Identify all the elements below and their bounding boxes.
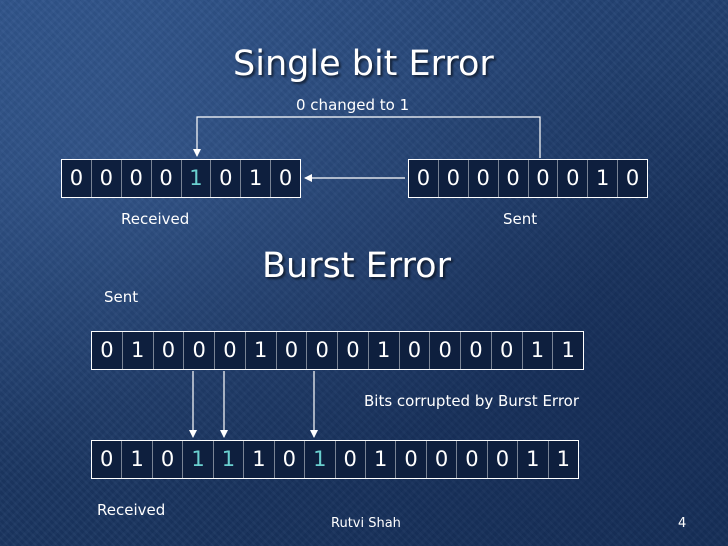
burst-received-bit-1: 1 <box>122 441 153 478</box>
single-received-bit-6: 1 <box>241 160 272 197</box>
burst-sent-bit-9: 1 <box>369 332 400 369</box>
single-sent-bit-6: 1 <box>588 160 619 197</box>
slide-number: 4 <box>678 516 687 531</box>
burst-sent-bit-14: 1 <box>523 332 554 369</box>
single-received-bit-2: 0 <box>122 160 152 197</box>
burst-received-bit-10: 0 <box>396 441 427 478</box>
single-sent-bit-3: 0 <box>499 160 529 197</box>
burst-received-label: Received <box>97 501 166 519</box>
single-sent-label: Sent <box>503 210 538 228</box>
burst-sent-bit-8: 0 <box>338 332 369 369</box>
burst-sent-bit-10: 0 <box>400 332 431 369</box>
single-sent-bit-7: 0 <box>625 166 640 190</box>
single-sent-bit-2: 0 <box>469 160 499 197</box>
single-sent-bit-0: 0 <box>409 160 439 197</box>
burst-sent-bit-4: 0 <box>215 332 246 369</box>
burst-sent-bit-2: 0 <box>154 332 185 369</box>
burst-received-bit-13: 0 <box>488 441 519 478</box>
single-bit-error-title: Single bit Error <box>233 44 494 84</box>
burst-received-bit-5: 1 <box>244 441 275 478</box>
burst-sent-bit-0: 0 <box>92 332 123 369</box>
burst-received-bit-12: 0 <box>457 441 488 478</box>
burst-error-annotation: Bits corrupted by Burst Error <box>364 392 580 410</box>
burst-sent-bit-12: 0 <box>461 332 492 369</box>
burst-sent-bit-5: 1 <box>246 332 277 369</box>
burst-sent-bit-3: 0 <box>184 332 215 369</box>
single-sent-bit-4: 0 <box>529 160 559 197</box>
burst-sent-bit-11: 0 <box>430 332 461 369</box>
single-received-bit-5: 0 <box>211 160 242 197</box>
burst-received-bit-0: 0 <box>92 441 123 478</box>
single-received-bit-1: 0 <box>92 160 122 197</box>
single-sent-bit-5: 0 <box>558 160 589 197</box>
burst-received-bit-11: 0 <box>427 441 458 478</box>
single-received-bit-0: 0 <box>62 160 92 197</box>
burst-error-title: Burst Error <box>262 246 451 286</box>
single-error-annotation: 0 changed to 1 <box>296 96 410 114</box>
burst-received-bit-3: 1 <box>183 441 214 478</box>
burst-sent-bit-1: 1 <box>123 332 154 369</box>
burst-sent-bit-6: 0 <box>277 332 308 369</box>
single-received-bit-7: 0 <box>278 166 293 190</box>
change-bracket-line <box>193 116 541 158</box>
single-received-bit-4: 1 <box>182 160 212 197</box>
burst-received-bit-14: 1 <box>518 441 549 478</box>
burst-received-bit-15: 1 <box>556 447 570 471</box>
single-received-label: Received <box>121 210 190 228</box>
single-received-bit-3: 0 <box>152 160 182 197</box>
burst-received-bit-2: 0 <box>153 441 184 478</box>
footer-author: Rutvi Shah <box>331 516 401 531</box>
burst-received-bit-8: 0 <box>336 441 366 478</box>
burst-received-bit-9: 1 <box>366 441 397 478</box>
burst-sent-bit-15: 1 <box>561 338 575 362</box>
burst-sent-bit-13: 0 <box>492 332 523 369</box>
burst-sent-label: Sent <box>104 288 139 306</box>
burst-received-bit-7: 1 <box>305 441 336 478</box>
burst-received-bit-4: 1 <box>214 441 245 478</box>
burst-received-bit-6: 0 <box>275 441 306 478</box>
single-sent-bit-1: 0 <box>439 160 469 197</box>
burst-sent-bit-7: 0 <box>307 332 338 369</box>
